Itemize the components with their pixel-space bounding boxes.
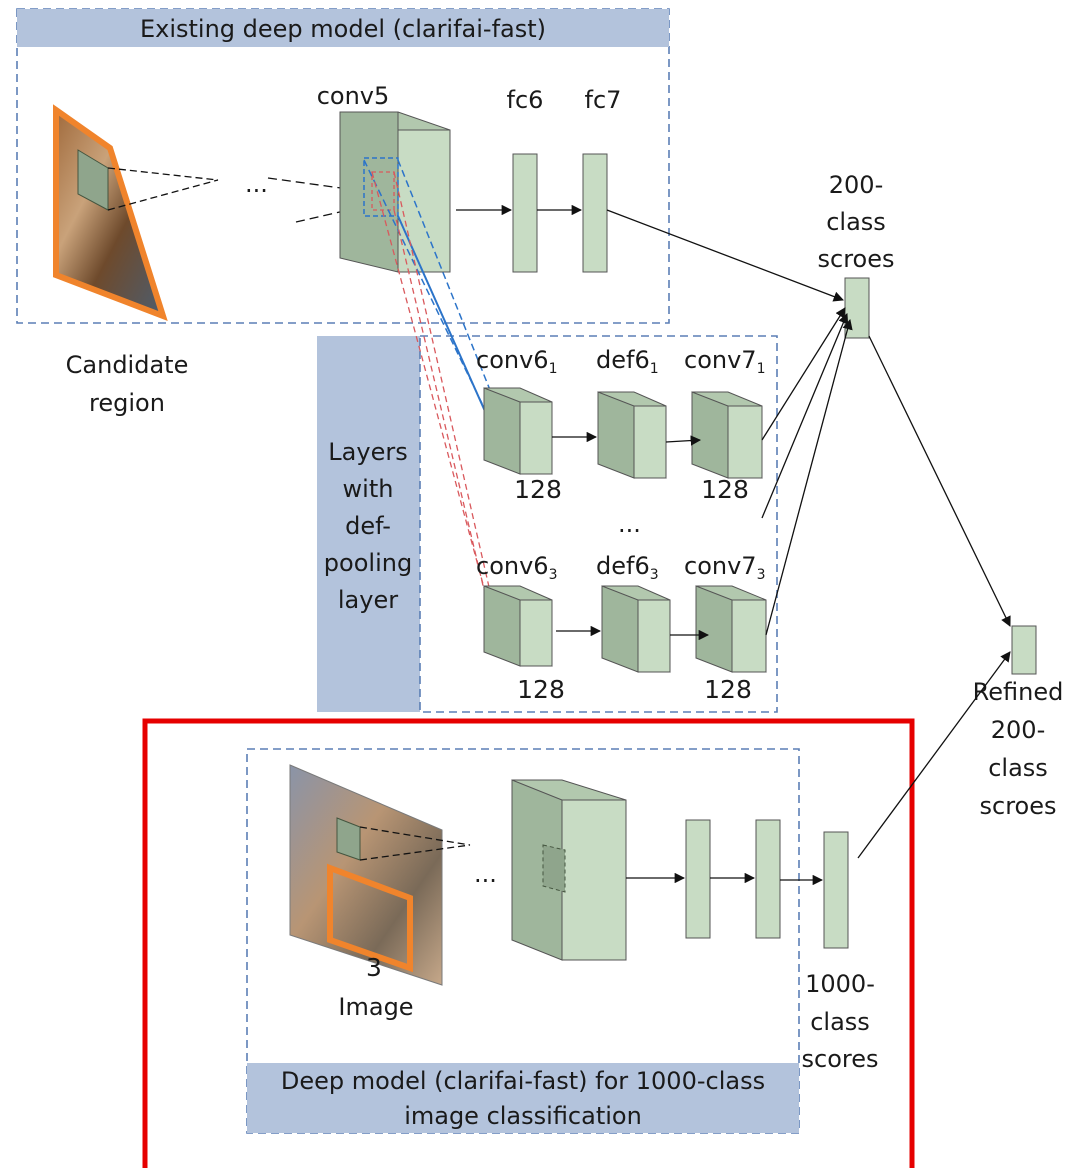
conv7-1-block xyxy=(691,391,763,479)
conv6-1-size: 128 xyxy=(514,475,562,504)
fc7-block xyxy=(582,153,608,273)
fc6-block xyxy=(512,153,538,273)
def-row-1: conv61 def61 conv71 128 128 xyxy=(476,346,765,504)
conv6-1-label: conv61 xyxy=(476,346,557,377)
def-pool-line-5: layer xyxy=(338,586,398,614)
def6-1-label: def61 xyxy=(596,346,659,377)
scores-200-line-1: 200- xyxy=(829,171,883,199)
def6-3-block xyxy=(601,585,671,673)
conv6-3-label: conv63 xyxy=(476,552,557,583)
image-fc6-block xyxy=(685,819,711,939)
refined-scores-line-4: scroes xyxy=(980,792,1057,820)
def6-3-label: def63 xyxy=(596,552,659,583)
scores-1000-line-3: scores xyxy=(802,1045,879,1073)
def-pool-panel xyxy=(317,336,420,712)
conv6-3-size: 128 xyxy=(517,675,565,704)
def-branch-frame xyxy=(419,335,778,713)
conv7-1-label: conv71 xyxy=(684,346,765,377)
def-branch-ellipsis: ... xyxy=(618,510,641,538)
conv7-3-size: 128 xyxy=(704,675,752,704)
image-model-title-2: image classification xyxy=(404,1102,642,1130)
conv7-3-label: conv73 xyxy=(684,552,765,583)
def-pool-line-1: Layers xyxy=(328,438,407,466)
conv6-1-block xyxy=(483,387,553,475)
scores-1000-line-2: class xyxy=(810,1008,870,1036)
arrow-scores-refined xyxy=(857,651,1011,859)
existing-model-group: Existing deep model (clarifai-fast) ... … xyxy=(16,8,670,324)
refined-scores-block xyxy=(1011,625,1037,675)
conv6-3-block xyxy=(483,585,553,667)
def-pool-line-2: with xyxy=(343,475,394,503)
refined-scores-line-1: Refined xyxy=(973,678,1064,706)
score-arrows xyxy=(606,209,1011,636)
top-ellipsis: ... xyxy=(245,170,268,198)
fc6-label: fc6 xyxy=(507,86,544,114)
candidate-region-label-2: region xyxy=(89,389,165,417)
existing-model-title: Existing deep model (clarifai-fast) xyxy=(140,15,546,43)
fc7-label: fc7 xyxy=(585,86,622,114)
projection-lines xyxy=(363,159,493,616)
image-label: Image xyxy=(338,993,413,1021)
image-conv-block xyxy=(511,779,627,961)
candidate-region-image xyxy=(53,104,168,322)
def-row-3: conv63 def63 conv73 128 128 xyxy=(476,552,767,704)
refined-scores-line-2: 200- xyxy=(991,716,1045,744)
conv7-1-size: 128 xyxy=(701,475,749,504)
image-model-title-1: Deep model (clarifai-fast) for 1000-clas… xyxy=(281,1067,765,1095)
input-image xyxy=(289,764,443,986)
scores-200-block xyxy=(844,277,870,339)
image-model-ellipsis: ... xyxy=(474,860,497,888)
scores-1000-block xyxy=(823,831,849,949)
image-model-banner xyxy=(247,1063,799,1133)
candidate-region-label-1: Candidate xyxy=(66,351,189,379)
scores-200-line-3: scroes xyxy=(818,245,895,273)
image-channels: 3 xyxy=(366,953,382,982)
highlight-frame xyxy=(142,718,915,1168)
scores-1000-line-1: 1000- xyxy=(805,970,875,998)
def-pool-line-4: pooling xyxy=(324,549,412,577)
image-fc7-block xyxy=(755,819,781,939)
conv5-label: conv5 xyxy=(317,82,390,110)
existing-model-banner xyxy=(17,9,669,47)
def-pool-line-3: def- xyxy=(345,512,391,540)
refined-scores-line-3: class xyxy=(988,754,1048,782)
def6-1-block xyxy=(597,391,667,479)
conv7-3-block xyxy=(695,585,767,673)
scores-200-line-2: class xyxy=(826,208,886,236)
